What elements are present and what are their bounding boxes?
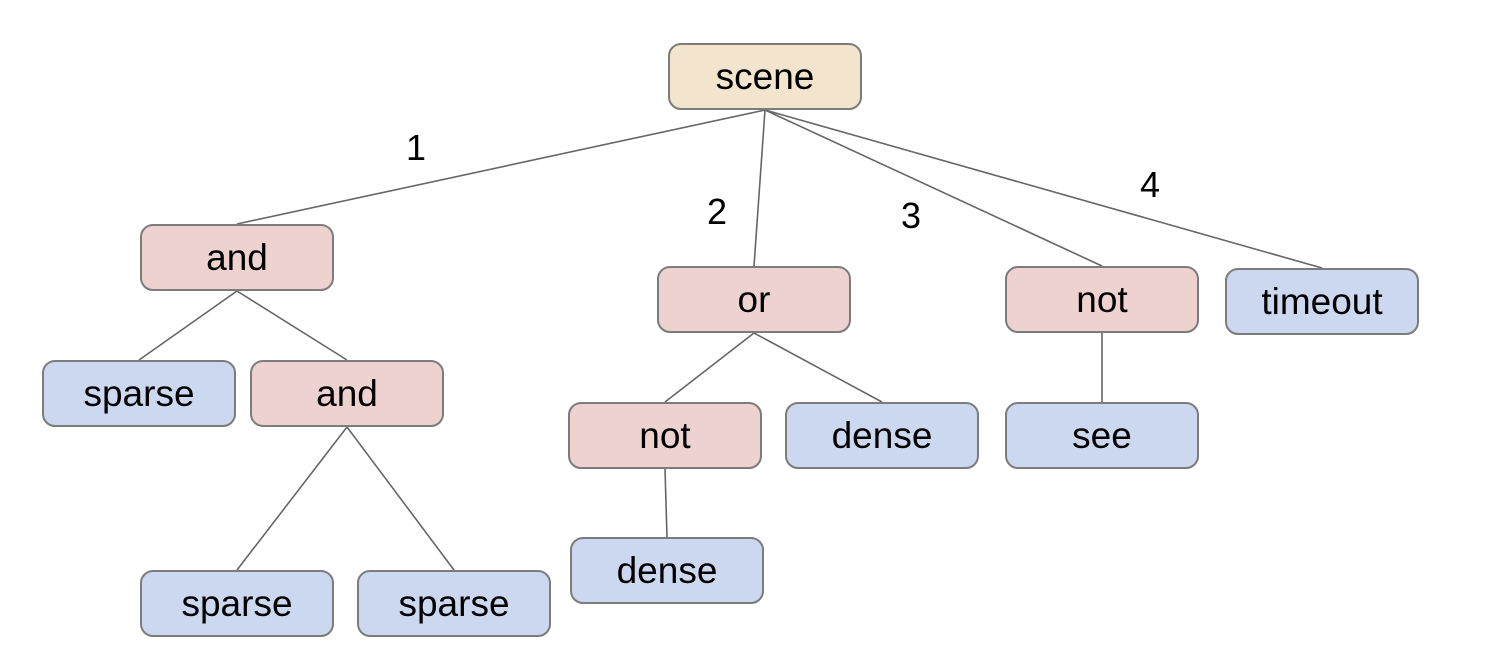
node-dense-1: dense bbox=[785, 402, 979, 469]
edge-not2-dense2 bbox=[664, 468, 668, 538]
node-see: see bbox=[1005, 402, 1199, 469]
edge-and1-sparse1 bbox=[138, 290, 238, 361]
node-not-2: not bbox=[568, 402, 762, 469]
node-and-2: and bbox=[250, 360, 444, 427]
edge-label-4: 4 bbox=[1140, 164, 1160, 205]
edge-or1-not2 bbox=[664, 332, 755, 403]
edge-label-1: 1 bbox=[406, 127, 426, 168]
node-sparse-1: sparse bbox=[42, 360, 236, 427]
edge-label-2: 2 bbox=[707, 191, 727, 232]
node-timeout: timeout bbox=[1225, 268, 1419, 335]
edge-scene-timeout bbox=[764, 109, 1323, 269]
edge-and2-sparse2 bbox=[236, 426, 348, 571]
node-sparse-3: sparse bbox=[357, 570, 551, 637]
edge-label-3: 3 bbox=[901, 195, 921, 236]
node-not-1: not bbox=[1005, 266, 1199, 333]
edge-or1-dense1 bbox=[753, 332, 883, 403]
node-or: or bbox=[657, 266, 851, 333]
node-scene: scene bbox=[668, 43, 862, 110]
node-and-1: and bbox=[140, 224, 334, 291]
edge-scene-and1 bbox=[236, 109, 766, 225]
edge-scene-not1 bbox=[764, 109, 1103, 267]
edge-scene-or1 bbox=[753, 109, 766, 267]
node-dense-2: dense bbox=[570, 537, 764, 604]
edge-and1-and2 bbox=[236, 290, 348, 361]
edge-and2-sparse3 bbox=[346, 426, 455, 571]
node-sparse-2: sparse bbox=[140, 570, 334, 637]
